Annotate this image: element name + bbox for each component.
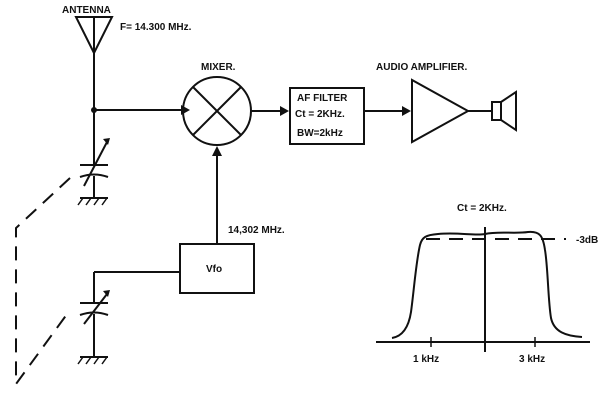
- response-plot-title: Ct = 2KHz.: [457, 203, 507, 214]
- vfo-block: [179, 243, 255, 294]
- vfo-frequency-label: 14,302 MHz.: [228, 225, 285, 236]
- af-filter-block: [289, 87, 365, 145]
- af-filter-title: AF FILTER: [297, 93, 348, 104]
- antenna-label: ANTENNA: [62, 5, 111, 16]
- audio-amplifier-label: AUDIO AMPLIFIER.: [376, 62, 468, 73]
- response-curve: [391, 230, 583, 339]
- mixer-to-filter-wiring: [251, 106, 289, 116]
- audio-amplifier-symbol: [411, 78, 471, 144]
- antenna-symbol: [74, 16, 114, 110]
- af-filter-bandwidth: BW=2kHz: [297, 128, 343, 139]
- filter-to-amplifier-wiring: [364, 106, 411, 116]
- mixer-label: MIXER.: [201, 62, 236, 73]
- tick-label-3khz: 3 kHz: [519, 354, 545, 365]
- vfo-label: Vfo: [206, 264, 222, 275]
- ground-symbol-top: [77, 197, 108, 206]
- vfo-tuning-wiring: [93, 271, 180, 303]
- tick-label-1khz: 1 kHz: [413, 354, 439, 365]
- input-tuning-capacitor: [79, 138, 110, 198]
- vfo-to-mixer-wiring: [212, 146, 222, 244]
- minus-3db-label: -3dB: [576, 235, 598, 246]
- frequency-label: F= 14.300 MHz.: [120, 22, 192, 33]
- mixer-symbol: [182, 76, 252, 146]
- filter-response-plot: [376, 227, 590, 352]
- speaker-icon: [491, 90, 517, 132]
- ground-symbol-bottom: [77, 356, 108, 365]
- af-filter-cutoff: Ct = 2KHz.: [295, 109, 345, 120]
- signal-wiring: [91, 105, 190, 165]
- vfo-tuning-capacitor: [79, 290, 110, 357]
- gang-linkage-dashed: [15, 177, 71, 388]
